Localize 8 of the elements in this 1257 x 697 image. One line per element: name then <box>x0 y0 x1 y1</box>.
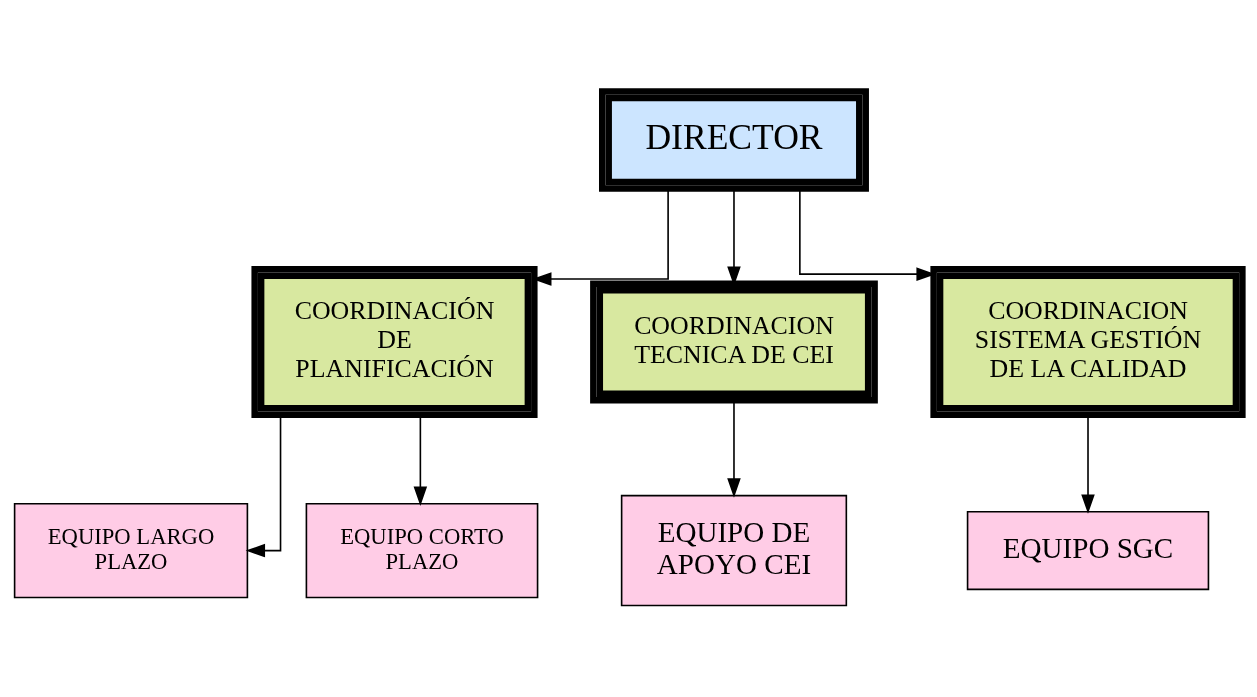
node-box: EQUIPO DE APOYO CEI <box>620 494 848 607</box>
node-box: COORDINACION TECNICA DE CEI <box>590 280 878 404</box>
node-box: DIRECTOR <box>599 88 869 192</box>
node-box: COORDINACION SISTEMA GESTIÓN DE LA CALIDAD <box>930 266 1246 418</box>
node-box: EQUIPO LARGO PLAZO <box>13 502 249 599</box>
node-box: EQUIPO CORTO PLAZO <box>305 502 539 599</box>
node-box: COORDINACIÓN DE PLANIFICACIÓN <box>251 266 538 418</box>
node-box: EQUIPO SGC <box>966 510 1210 591</box>
